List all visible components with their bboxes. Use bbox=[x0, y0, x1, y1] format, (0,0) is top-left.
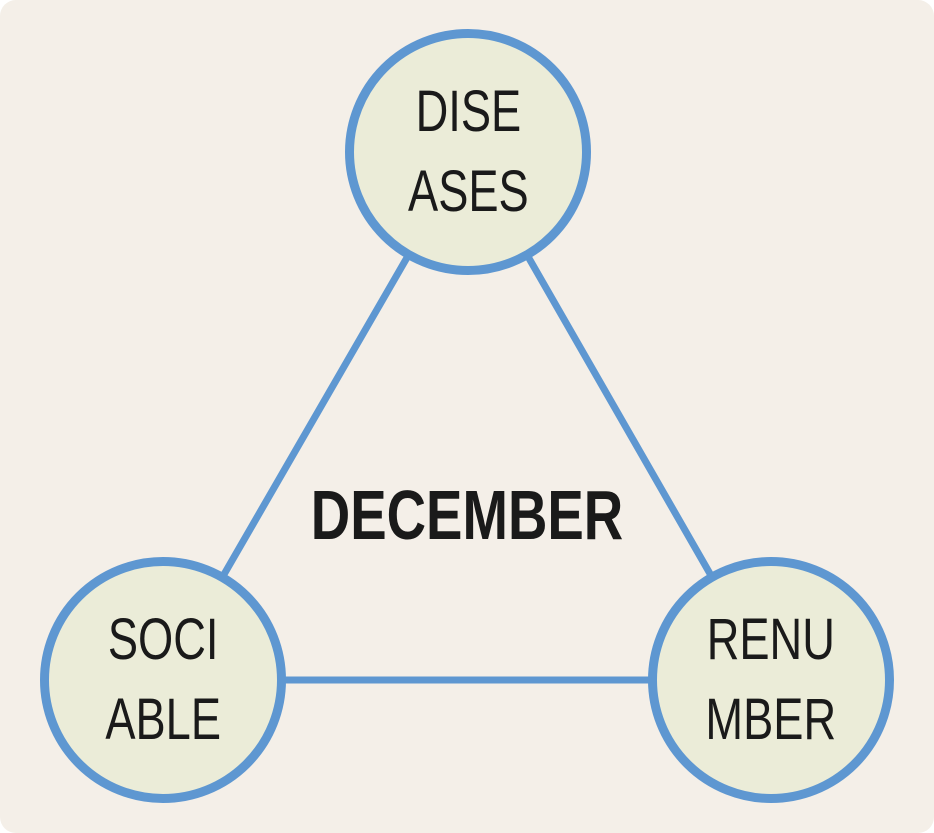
node-sociable-label: SOCI ABLE bbox=[105, 600, 221, 760]
node-diseases: DISE ASES bbox=[345, 29, 591, 275]
node-sociable-line1: SOCI bbox=[107, 607, 219, 672]
node-renumber: RENU MBER bbox=[648, 557, 894, 803]
node-diseases-line2: ASES bbox=[407, 159, 529, 224]
node-sociable-line2: ABLE bbox=[105, 687, 221, 752]
center-label: DECEMBER bbox=[310, 476, 624, 554]
node-sociable: SOCI ABLE bbox=[40, 557, 286, 803]
node-renumber-line1: RENU bbox=[706, 607, 836, 672]
node-renumber-line2: MBER bbox=[705, 687, 837, 752]
node-diseases-label: DISE ASES bbox=[408, 72, 529, 232]
node-diseases-line1: DISE bbox=[415, 79, 521, 144]
node-renumber-label: RENU MBER bbox=[706, 600, 837, 760]
